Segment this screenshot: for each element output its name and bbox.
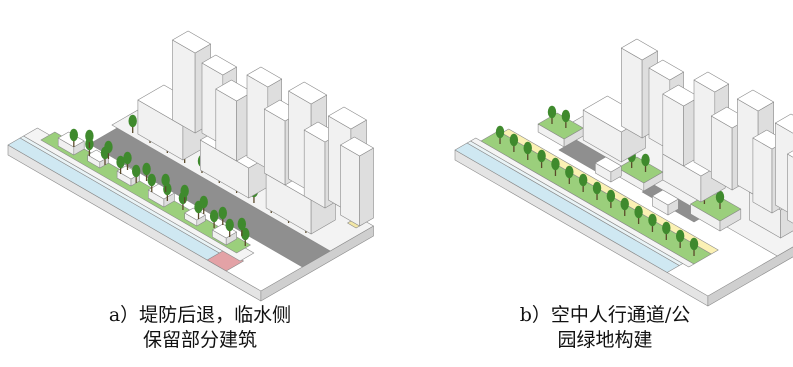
caption-a-line2: 保留部分建筑 [142, 329, 257, 351]
tree-icon [648, 213, 657, 232]
tree-icon [161, 173, 170, 192]
caption-b: b）空中人行通道/公 园绿地构建 [440, 303, 770, 353]
building-tower [172, 30, 211, 134]
dike-edge [206, 249, 244, 272]
tree-icon [578, 173, 588, 192]
tree-icon [128, 114, 137, 133]
tree-icon [180, 184, 189, 203]
tree-icon [662, 221, 671, 240]
tree-icon [147, 173, 156, 192]
tree-icon [131, 164, 141, 183]
panel-a-dike-retreat [7, 30, 374, 302]
tree-icon [565, 165, 574, 184]
caption-b-line2: 园绿地构建 [557, 329, 653, 351]
riverside-building [87, 149, 109, 169]
tree-icon [237, 217, 247, 236]
tree-icon [104, 140, 113, 159]
tree-icon [509, 133, 519, 152]
riverside-building [594, 156, 622, 183]
tree-icon [675, 229, 685, 248]
tree-icon [116, 155, 125, 174]
caption-a-line1: a）堤防后退，临水侧 [108, 304, 292, 326]
tree-icon [551, 157, 560, 176]
tree-icon [241, 227, 250, 246]
riverside-building [184, 207, 206, 227]
tree-icon [523, 141, 532, 160]
panel-b-sky-walkway [454, 38, 793, 307]
tree-icon [634, 205, 643, 224]
tree-icon [209, 209, 219, 228]
tree-icon [199, 195, 208, 214]
tree-icon [69, 128, 79, 147]
tree-icon [561, 109, 571, 128]
tree-icon [620, 197, 629, 216]
caption-b-line1: b）空中人行通道/公 [519, 304, 691, 326]
riverside-building [652, 189, 679, 216]
tree-icon [85, 129, 94, 148]
tree-icon [606, 189, 616, 208]
tree-icon [123, 151, 132, 170]
tree-icon [495, 125, 505, 144]
tree-icon [547, 105, 557, 124]
riverside-building [212, 223, 237, 246]
tree-icon [592, 181, 602, 200]
caption-a: a）堤防后退，临水侧 保留部分建筑 [40, 303, 360, 353]
tree-icon [641, 153, 650, 172]
tree-icon [142, 162, 151, 181]
tree-icon [715, 190, 725, 209]
building-tower [340, 136, 374, 227]
tree-icon [689, 237, 699, 256]
tree-icon [218, 206, 227, 225]
building-tower [787, 150, 793, 224]
tree-icon [537, 149, 546, 168]
tree-icon [225, 218, 234, 237]
